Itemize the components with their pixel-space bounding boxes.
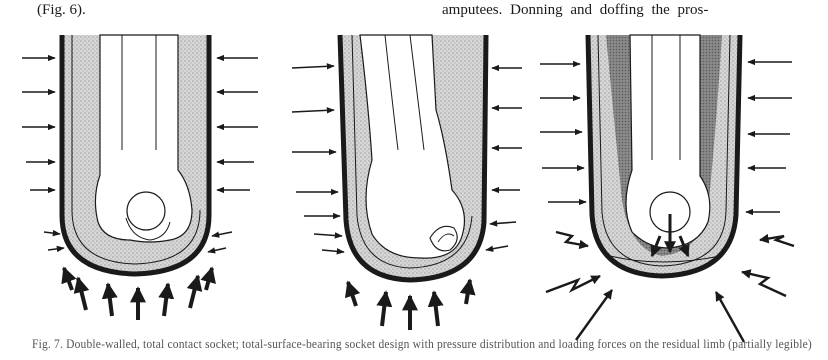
pressure-arrows-right-side — [746, 62, 792, 212]
bone-outline — [95, 35, 192, 242]
panel-left — [22, 35, 258, 320]
figure-caption: Fig. 7. Double-walled, total contact soc… — [32, 336, 812, 352]
ground-reaction-arrows — [576, 290, 744, 342]
pressure-arrows-left-side — [540, 64, 586, 202]
panel-middle — [292, 35, 522, 330]
panel-right — [540, 35, 794, 342]
pressure-arrows-left-side — [22, 58, 64, 250]
bone-outline — [626, 35, 710, 248]
pressure-arrows-left-side — [292, 66, 344, 252]
pressure-arrows-right-side — [208, 58, 258, 252]
end-bearing-arrows — [348, 280, 470, 330]
pressure-arrows-right-side — [486, 68, 522, 250]
